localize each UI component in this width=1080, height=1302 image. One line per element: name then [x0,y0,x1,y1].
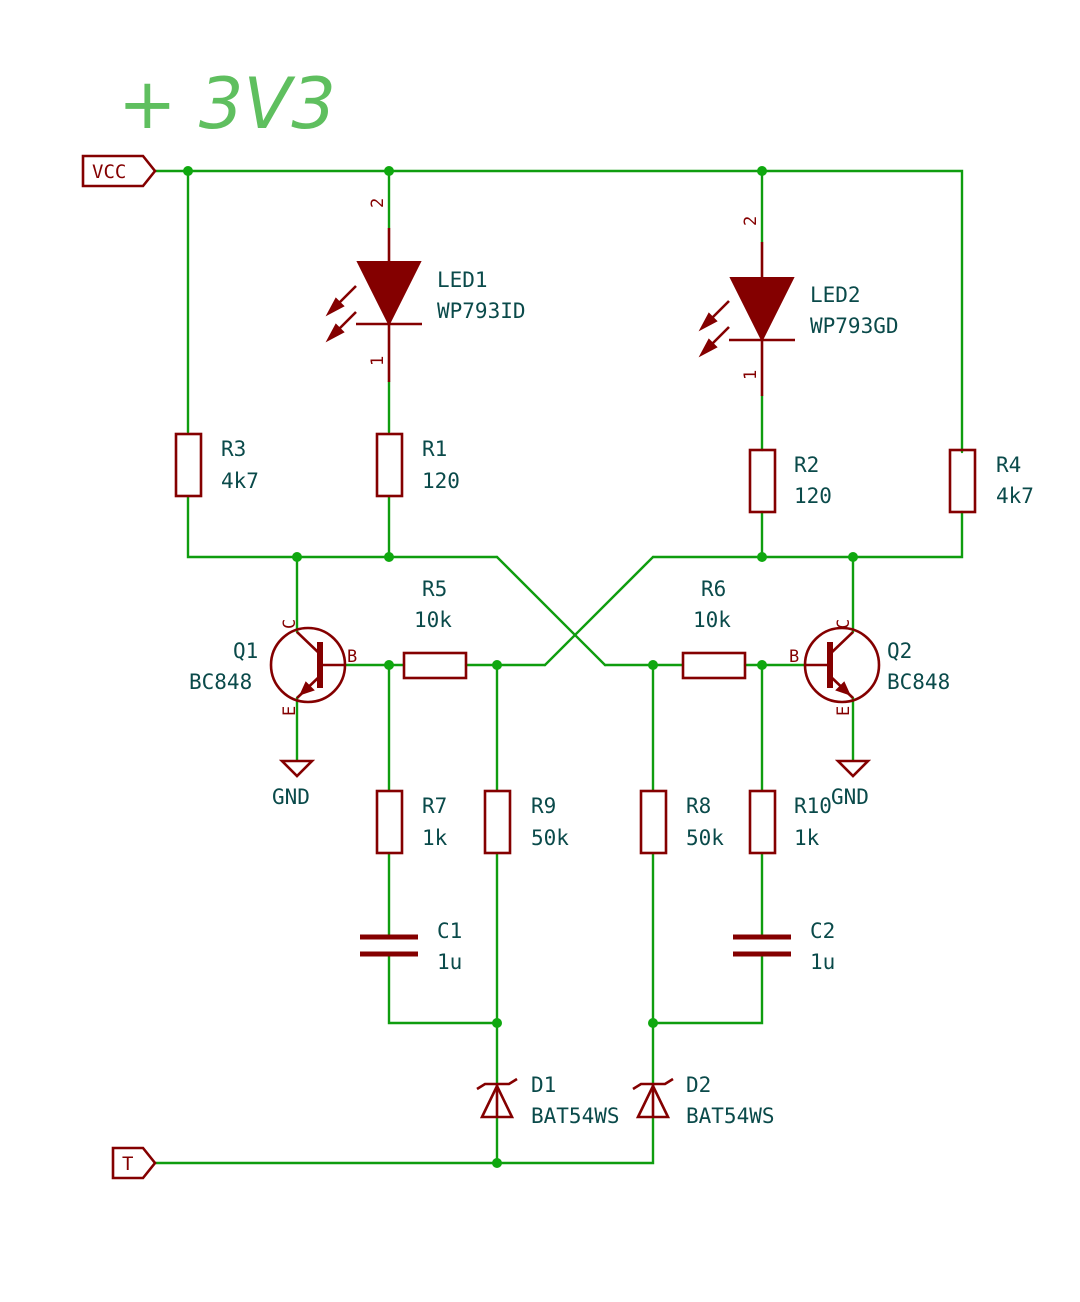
junction [648,660,658,670]
r6-ref: R6 [701,577,726,601]
trigger-port-label: T [122,1153,133,1175]
c1-value: 1u [437,950,462,974]
ground-q2: GND [831,759,872,809]
led2-pin-cathode: 1 [741,370,761,380]
junction [492,1158,502,1168]
resistor-r9: R9 50k [483,789,569,855]
r4-value: 4k7 [996,484,1034,508]
q1-value: BC848 [189,670,252,694]
wire-q2-collector-node [651,510,964,559]
r6-value: 10k [693,608,731,632]
led1: 2 1 LED1 WP793ID [325,198,526,382]
resistor-r1: R1 120 [375,432,460,498]
junction [384,552,394,562]
q2-pin-collector: C [834,619,854,629]
resistor-r8: R8 50k [639,789,724,855]
c2-ref: C2 [810,919,835,943]
r10-ref: R10 [794,794,832,818]
trigger-port: T [111,1146,157,1180]
junction [183,166,193,176]
junction [384,660,394,670]
junction [492,660,502,670]
r8-value: 50k [686,826,724,850]
resistor-r7: R7 1k [375,789,448,855]
capacitor-c2: C2 1u [733,919,835,974]
led1-pin-cathode: 1 [368,356,388,366]
resistor-r5: R5 10k [402,577,468,680]
junction [384,166,394,176]
r1-ref: R1 [422,437,447,461]
resistor-r2: R2 120 [748,448,832,514]
led2: 2 1 LED2 WP793GD [698,216,899,396]
led1-ref: LED1 [437,268,488,292]
resistor-r6: R6 10k [681,577,747,680]
r5-value: 10k [414,608,452,632]
vcc-rail-wire [153,169,964,454]
wire-trigger [153,1115,655,1165]
diode-d1: D1 BAT54WS [476,1073,620,1128]
capacitor-c1: C1 1u [360,919,462,974]
r3-value: 4k7 [221,469,259,493]
led2-pin-anode: 2 [741,216,761,226]
transistor-q2: C B E Q2 BC848 [789,619,950,716]
junctions [183,166,858,1168]
led2-ref: LED2 [810,283,861,307]
r7-value: 1k [422,826,448,850]
r7-ref: R7 [422,794,447,818]
r2-ref: R2 [794,453,819,477]
wire-c2-bottom [651,954,764,1025]
ground-q1: GND [272,759,316,809]
c1-ref: C1 [437,919,462,943]
diode-d2: D2 BAT54WS [632,1073,775,1128]
q2-ref: Q2 [887,639,912,663]
wire-cross-right [543,555,655,667]
supply-annotation: + 3V3 [118,63,336,145]
wire-c1-bottom [387,954,499,1025]
q1-pin-base: B [347,647,357,667]
junction [848,552,858,562]
vcc-port-label: VCC [92,161,126,183]
r9-value: 50k [531,826,569,850]
c2-value: 1u [810,950,835,974]
junction [757,552,767,562]
led1-value: WP793ID [437,299,526,323]
wire-q1-collector-node [186,495,499,559]
r9-ref: R9 [531,794,556,818]
r5-ref: R5 [422,577,447,601]
r2-value: 120 [794,484,832,508]
d2-ref: D2 [686,1073,711,1097]
led2-value: WP793GD [810,314,899,338]
led1-pin-anode: 2 [368,198,388,208]
gnd-label: GND [272,785,310,809]
transistor-q1: C B E Q1 BC848 [189,619,357,716]
junction [292,552,302,562]
q2-value: BC848 [887,670,950,694]
junction [648,1018,658,1028]
gnd-label: GND [831,785,869,809]
q1-pin-collector: C [280,619,300,629]
wire-cross-left [495,555,607,667]
r10-value: 1k [794,826,820,850]
r1-value: 120 [422,469,460,493]
resistor-r3: R3 4k7 [174,432,259,498]
q1-ref: Q1 [233,639,258,663]
q1-pin-emitter: E [280,706,300,716]
d1-ref: D1 [531,1073,556,1097]
r3-ref: R3 [221,437,246,461]
d2-value: BAT54WS [686,1104,775,1128]
junction [492,1018,502,1028]
r8-ref: R8 [686,794,711,818]
wires [153,169,964,1165]
vcc-port: VCC [81,154,157,188]
junction [757,660,767,670]
r4-ref: R4 [996,453,1021,477]
junction [757,166,767,176]
q2-pin-emitter: E [834,706,854,716]
q2-pin-base: B [789,647,799,667]
resistor-r4: R4 4k7 [948,448,1034,514]
resistor-r10: R10 1k [748,789,832,855]
d1-value: BAT54WS [531,1104,620,1128]
